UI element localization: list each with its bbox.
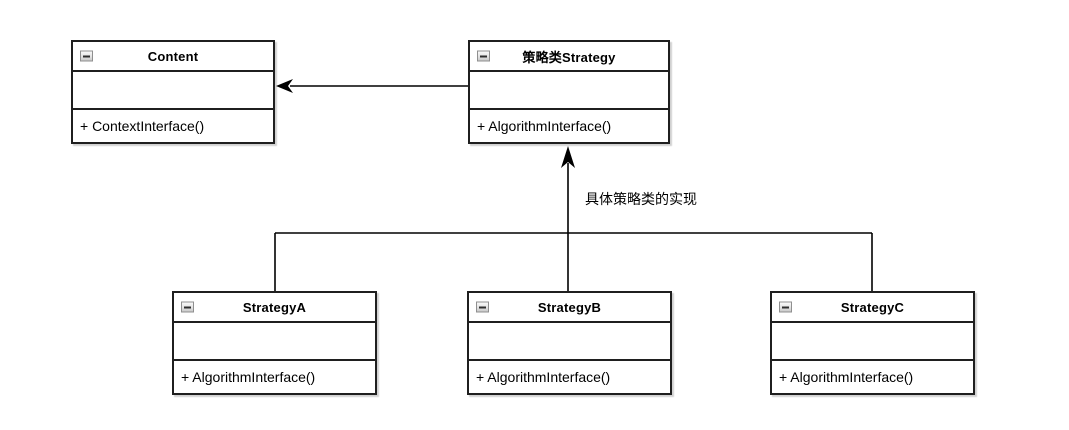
class-box-strategy-b[interactable]: StrategyB + AlgorithmInterface() [467, 291, 672, 395]
class-title-row: StrategyA [174, 293, 375, 323]
class-title: 策略类Strategy [522, 49, 616, 65]
class-method: + ContextInterface() [80, 118, 205, 134]
class-title-row: StrategyC [772, 293, 973, 323]
class-title: Content [147, 48, 199, 64]
association-arrowhead [276, 79, 293, 93]
class-title-row: StrategyB [469, 293, 670, 323]
class-method: + AlgorithmInterface() [181, 369, 316, 385]
class-method: + AlgorithmInterface() [476, 369, 611, 385]
class-box-strategy-a[interactable]: StrategyA + AlgorithmInterface() [172, 291, 377, 395]
minus-glyph [782, 306, 789, 308]
class-title: StrategyB [537, 299, 602, 315]
class-title: StrategyA [242, 299, 307, 315]
collapse-icon[interactable] [779, 301, 792, 313]
inheritance-edge-label: 具体策略类的实现 [585, 191, 697, 207]
class-title-row: Content [73, 42, 273, 72]
minus-glyph [479, 306, 486, 308]
class-box-content[interactable]: Content + ContextInterface() [71, 40, 275, 144]
class-box-strategy[interactable]: 策略类Strategy + AlgorithmInterface() [468, 40, 670, 144]
class-attributes-section [174, 323, 375, 361]
class-attributes-section [470, 72, 668, 110]
class-attributes-section [73, 72, 273, 110]
class-attributes-section [469, 323, 670, 361]
collapse-icon[interactable] [477, 50, 490, 62]
minus-glyph [480, 55, 487, 57]
class-attributes-section [772, 323, 973, 361]
collapse-icon[interactable] [80, 50, 93, 62]
class-box-strategy-c[interactable]: StrategyC + AlgorithmInterface() [770, 291, 975, 395]
class-method: + AlgorithmInterface() [779, 369, 914, 385]
minus-glyph [184, 306, 191, 308]
collapse-icon[interactable] [476, 301, 489, 313]
collapse-icon[interactable] [181, 301, 194, 313]
minus-glyph [83, 55, 90, 57]
class-method: + AlgorithmInterface() [477, 118, 612, 134]
inheritance-arrowhead [561, 146, 575, 168]
class-title-row: 策略类Strategy [470, 42, 668, 72]
class-title: StrategyC [840, 299, 905, 315]
